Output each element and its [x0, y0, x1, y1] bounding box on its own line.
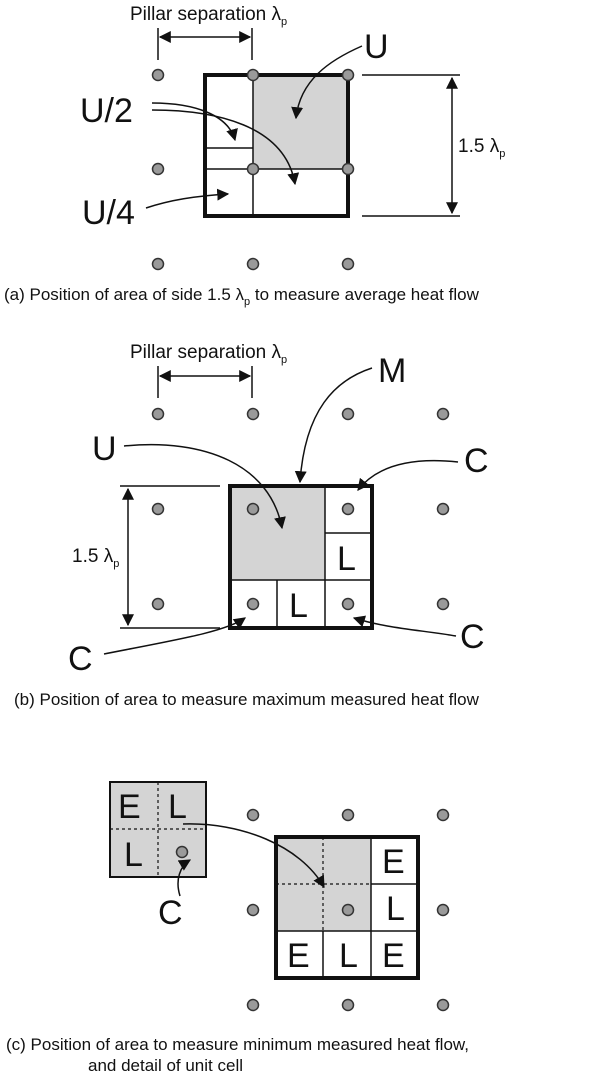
pillar-dot — [246, 502, 260, 516]
label-l-right-b: L — [337, 540, 356, 578]
label-u-b: U — [92, 430, 117, 468]
grid-l-bm: L — [339, 937, 358, 975]
grid-l-mid: L — [386, 890, 405, 928]
arrow-c-c — [177, 859, 192, 897]
label-m-b: M — [378, 352, 406, 390]
arrow-c-top-b — [357, 459, 459, 491]
arrow-u4-a — [145, 188, 230, 209]
detail-e: E — [118, 788, 141, 826]
measure-square-b — [228, 484, 374, 630]
caption-a: (a) Position of area of side 1.5 λp to m… — [4, 285, 480, 308]
pillar-dot — [341, 257, 355, 271]
label-u-a: U — [364, 28, 389, 66]
pillar-dot — [246, 407, 260, 421]
label-c-c: C — [158, 894, 183, 932]
pillar-dot — [436, 998, 450, 1012]
caption-c-line2: and detail of unit cell — [88, 1056, 243, 1075]
pillar-dot — [246, 808, 260, 822]
pillar-dot — [151, 502, 165, 516]
measure-square-a — [203, 73, 350, 218]
pillar-dot — [151, 407, 165, 421]
unit-cell-border — [109, 781, 207, 878]
pillar-dot — [246, 597, 260, 611]
label-c-right-b: C — [460, 618, 485, 656]
label-u2-a: U/2 — [80, 92, 133, 130]
panel-c: E L L E L E L E C (c) Position of area t… — [6, 781, 469, 1075]
caption-c-line1: (c) Position of area to measure minimum … — [6, 1035, 469, 1054]
arrow-u2-right-a — [151, 109, 300, 186]
pillar-dot — [151, 257, 165, 271]
pillar-dot — [151, 68, 165, 82]
pillar-separation-label-b: Pillar separation λp — [130, 342, 287, 366]
detail-pillar-dot — [175, 845, 189, 859]
pillar-dot — [436, 903, 450, 917]
grid-e-top: E — [382, 843, 405, 881]
region-u-a — [253, 75, 348, 169]
pillar-dot — [341, 998, 355, 1012]
detail-l-bottom: L — [124, 836, 143, 874]
arrow-m-b — [294, 367, 373, 484]
arrow-detail-to-grid — [182, 823, 325, 889]
pillar-dot — [436, 407, 450, 421]
arrow-c-right-b — [352, 615, 457, 637]
dim-label-b: 1.5 λp — [72, 546, 119, 570]
pillar-dot — [341, 903, 355, 917]
label-c-left-b: C — [68, 640, 93, 678]
panel-a: Pillar separation λp U U/2 U/4 — [4, 4, 505, 308]
pillar-dot — [436, 808, 450, 822]
dim-label-a: 1.5 λp — [458, 136, 505, 160]
pillar-dot — [341, 68, 355, 82]
measure-square-c — [274, 835, 420, 980]
pillar-dot — [246, 998, 260, 1012]
pillar-dot — [436, 502, 450, 516]
caption-b: (b) Position of area to measure maximum … — [14, 690, 480, 709]
arrow-u-a — [291, 45, 363, 120]
label-c-top-b: C — [464, 442, 489, 480]
pillar-dot — [246, 903, 260, 917]
grid-e-br: E — [382, 937, 405, 975]
pillar-dot — [341, 407, 355, 421]
pillar-dot — [246, 68, 260, 82]
panel-b: Pillar separation λp L L M U C C C — [14, 342, 489, 709]
pillar-dot — [436, 597, 450, 611]
region-u-b — [230, 486, 325, 580]
label-l-bottom-b: L — [289, 587, 308, 625]
pillar-dot — [246, 257, 260, 271]
pillar-dot — [341, 808, 355, 822]
detail-l-top: L — [168, 788, 187, 826]
arrow-u-b — [123, 443, 286, 530]
pillar-dot — [151, 597, 165, 611]
arrow-u2-left-a — [151, 102, 238, 142]
pillar-dot — [246, 162, 260, 176]
arrow-c-left-b — [103, 617, 246, 655]
grid-e-bl: E — [287, 937, 310, 975]
pillar-dot — [341, 162, 355, 176]
pillar-separation-label-a: Pillar separation λp — [130, 4, 287, 28]
label-u4-a: U/4 — [82, 194, 135, 232]
pillar-dot — [151, 162, 165, 176]
pillar-dot — [341, 597, 355, 611]
pillar-dot — [341, 502, 355, 516]
